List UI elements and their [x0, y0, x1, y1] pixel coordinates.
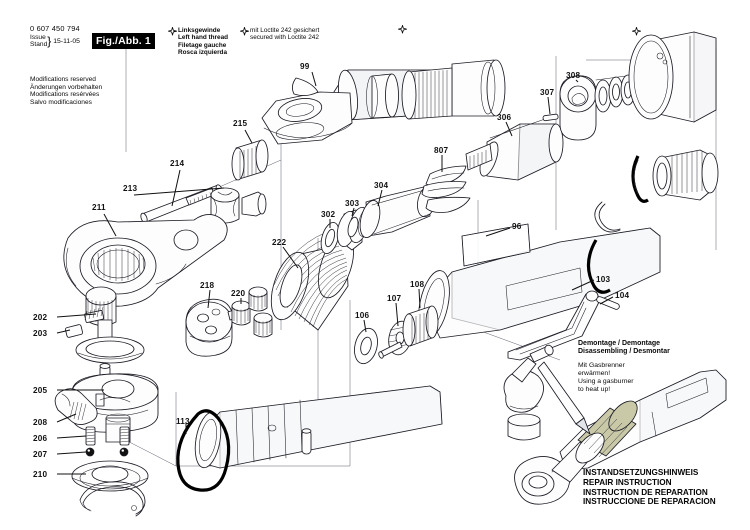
- part-210-bearing-ring: [71, 460, 149, 492]
- callout-220: 220: [231, 289, 246, 298]
- part-207-balls: [85, 447, 129, 457]
- part-807-vanes: [421, 165, 471, 213]
- figure-label-box: Fig./Abb. 1: [92, 33, 155, 49]
- part-96-main-body: [418, 223, 661, 339]
- part-307-pin: [542, 113, 559, 122]
- illustration-disassembly-gasburner: [503, 344, 727, 505]
- callout-104: 104: [615, 291, 630, 300]
- callout-108: 108: [410, 280, 425, 289]
- part-113-body-assembly: [176, 385, 443, 492]
- repair-instruction-block: INSTANDSETZUNGSHINWEIS REPAIR INSTRUCTIO…: [583, 468, 716, 507]
- part-218-carrier: [185, 298, 243, 357]
- callout-208: 208: [33, 418, 48, 427]
- left-hand-thread-star-icon: [168, 27, 177, 36]
- callout-205: 205: [33, 386, 48, 395]
- callout-103: 103: [596, 275, 611, 284]
- part-211-ratchet-head: [63, 214, 228, 339]
- callout-113: 113: [176, 417, 190, 426]
- callout-210: 210: [33, 470, 48, 479]
- callout-218: 218: [200, 281, 215, 290]
- part-106-washer: [354, 327, 378, 365]
- callout-207: 207: [33, 450, 48, 459]
- part-threaded-collar: [594, 149, 719, 233]
- part-99-spindle-assembly: [261, 59, 506, 145]
- part-108-knurled-sleeve: [402, 305, 439, 347]
- callout-213: 213: [123, 184, 138, 193]
- legend-left-hand-thread: Linksgewinde Left hand thread Filetage g…: [178, 27, 229, 57]
- issue-stand-block: Issue Stand } 15-11-05: [30, 34, 80, 48]
- issue-date: 15-11-05: [53, 37, 80, 45]
- part-306-rotor: [465, 117, 564, 181]
- modifications-notice: Modifications reserved Änderungen vorbeh…: [30, 76, 103, 106]
- callout-99: 99: [300, 62, 310, 71]
- callout-222: 222: [272, 238, 287, 247]
- loctite-star-icon: [240, 27, 249, 36]
- issue-stand-labels: Issue Stand: [30, 34, 47, 48]
- callout-214: 214: [170, 159, 185, 168]
- legend-loctite: mit Loctite 242 gesichert secured with L…: [250, 27, 320, 42]
- callout-107: 107: [387, 294, 402, 303]
- callout-308: 308: [566, 71, 581, 80]
- part-302-washer: [320, 222, 340, 254]
- brace-glyph: }: [47, 33, 52, 48]
- callout-206: 206: [33, 434, 48, 443]
- part-213-ball-joint: [210, 187, 267, 224]
- callout-211: 211: [92, 203, 106, 212]
- callout-202: 202: [33, 313, 48, 322]
- issue-label: Issue: [30, 34, 46, 41]
- callout-215: 215: [233, 119, 248, 128]
- stand-label: Stand: [30, 41, 48, 49]
- callout-203: 203: [33, 329, 48, 338]
- part-308-bearing-cap: [559, 74, 636, 141]
- callout-304: 304: [374, 181, 389, 190]
- part-203-pin: [65, 324, 83, 338]
- part-snap-ring: [79, 481, 146, 517]
- disassembly-title: Demontage / Demontage Disassembling / De…: [578, 340, 670, 356]
- part-motor-housing: [628, 31, 717, 123]
- callout-807: 807: [434, 146, 449, 155]
- callout-302: 302: [321, 210, 336, 219]
- star-marker-icon: [632, 27, 641, 36]
- callout-307: 307: [540, 88, 555, 97]
- part-204-washer-ring: [75, 336, 145, 364]
- callout-106: 106: [355, 311, 370, 320]
- part-220-planet-gears: [231, 286, 273, 338]
- callout-306: 306: [497, 113, 512, 122]
- part-215-sleeve: [231, 139, 269, 181]
- part-number: 0 607 450 794: [30, 24, 80, 33]
- part-206-springs: [85, 426, 130, 446]
- callout-303: 303: [345, 199, 360, 208]
- callout-96: 96: [512, 222, 522, 231]
- gasburner-note: Mit Gasbrenner erwärmen! Using a gasburn…: [578, 362, 634, 393]
- star-marker-icon: [398, 25, 407, 34]
